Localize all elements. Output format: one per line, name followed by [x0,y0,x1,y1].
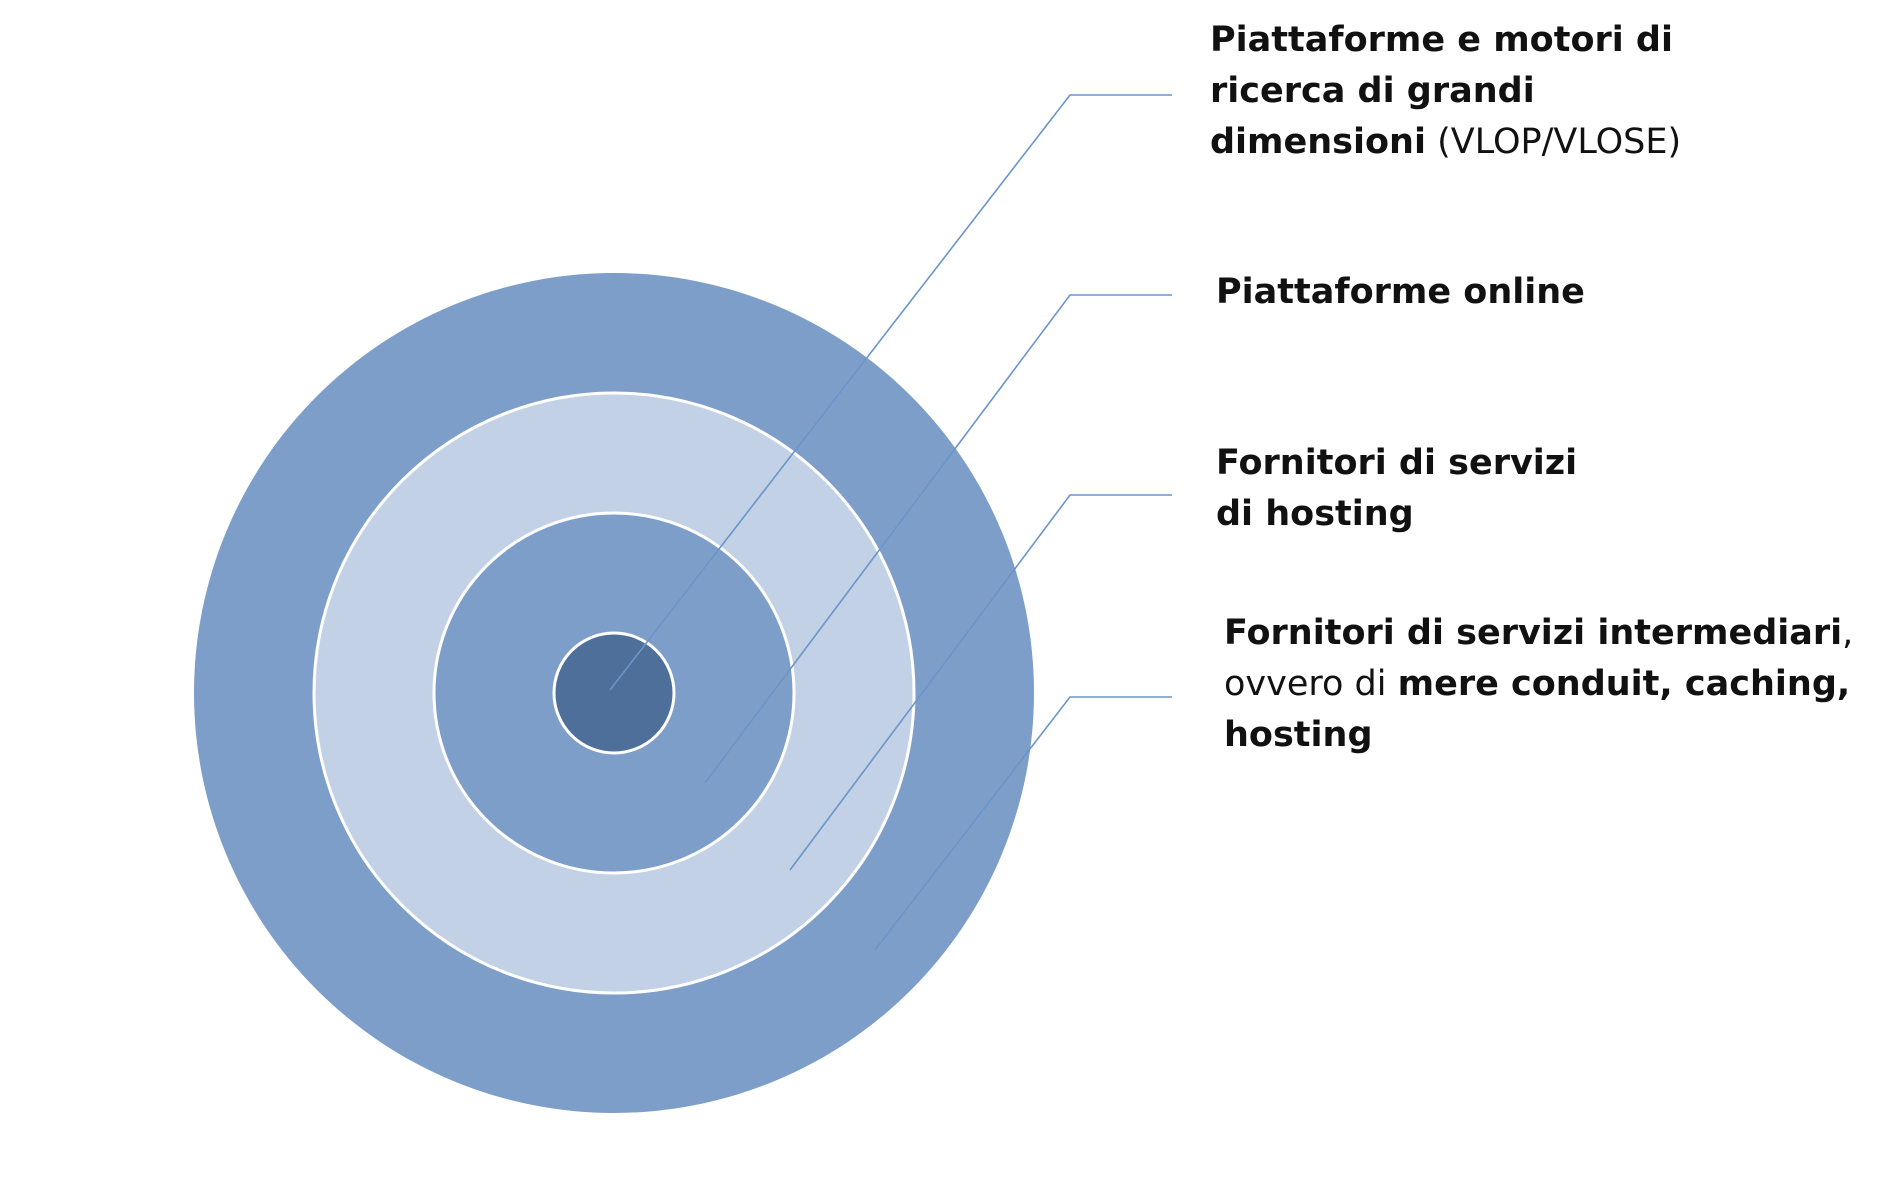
label-vlop-vlose: Piattaforme e motori di ricerca di grand… [1210,15,1681,168]
label-text: hosting [1224,715,1373,755]
leader-line-intermediary [874,696,1172,951]
label-text: ricerca di grandi [1210,71,1535,111]
label-text: di hosting [1216,494,1414,534]
label-text: mere conduit, caching, [1397,664,1851,704]
leader-line-hosting [789,494,1172,871]
label-hosting-services: Fornitori di servizi di hosting [1216,438,1577,540]
leader-line-vlop [609,94,1172,691]
core-vlop-vlose [552,631,676,755]
label-text: Fornitori di servizi [1216,443,1578,483]
label-text: , [1842,613,1854,653]
label-text: Fornitori di servizi intermediari [1224,613,1843,653]
label-text: Piattaforme online [1216,272,1585,312]
label-text: Piattaforme e motori di [1210,20,1673,60]
label-online-platforms: Piattaforme online [1216,267,1585,318]
label-text: dimensioni [1210,122,1426,162]
label-intermediary-services: Fornitori di servizi intermediari, ovver… [1224,608,1853,761]
label-text: ovvero di [1224,664,1398,704]
label-text: (VLOP/VLOSE) [1425,122,1682,162]
leader-line-online-platforms [704,294,1172,784]
